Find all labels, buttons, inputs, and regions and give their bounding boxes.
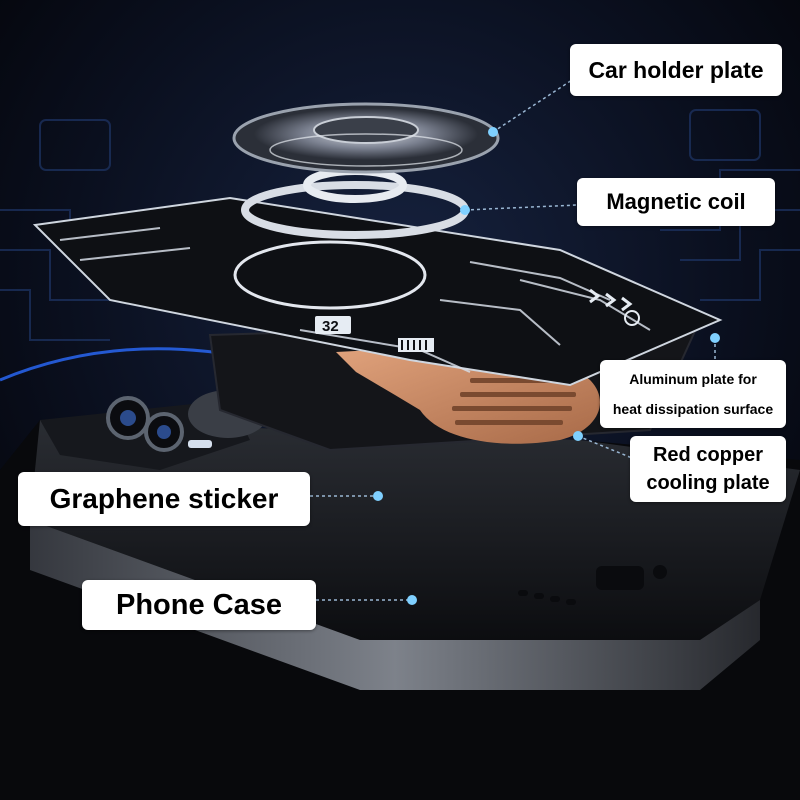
label-magnetic-coil: Magnetic coil: [577, 178, 775, 226]
magnetic-ring-outline: [233, 240, 427, 310]
label-phone-case: Phone Case: [82, 580, 316, 630]
label-text: Car holder plate: [588, 56, 764, 83]
plate-number: 32: [322, 318, 339, 335]
car-holder-disc: [232, 102, 500, 174]
label-text: Phone Case: [116, 588, 282, 621]
label-graphene-sticker: Graphene sticker: [18, 472, 310, 526]
audio-jack: [653, 565, 667, 579]
usb-port: [596, 566, 644, 590]
label-text-line1: Aluminum plate for: [629, 371, 757, 387]
leader-lines: [310, 79, 716, 601]
label-text: Magnetic coil: [606, 189, 746, 214]
label-aluminum-plate: Aluminum plate for heat dissipation surf…: [600, 360, 786, 428]
circuit-background-pattern: [0, 109, 800, 341]
label-text-line2: heat dissipation surface: [612, 401, 774, 417]
leader-dots: [373, 127, 720, 605]
label-car-holder-plate: Car holder plate: [570, 44, 782, 96]
label-text-line1: Red copper: [652, 444, 764, 466]
aluminum-plate: 32: [32, 196, 723, 387]
label-red-copper-plate: Red copper cooling plate: [630, 436, 786, 502]
label-text-line2: cooling plate: [646, 472, 770, 494]
speaker-grille: [518, 590, 576, 605]
label-text: Graphene sticker: [49, 483, 279, 514]
